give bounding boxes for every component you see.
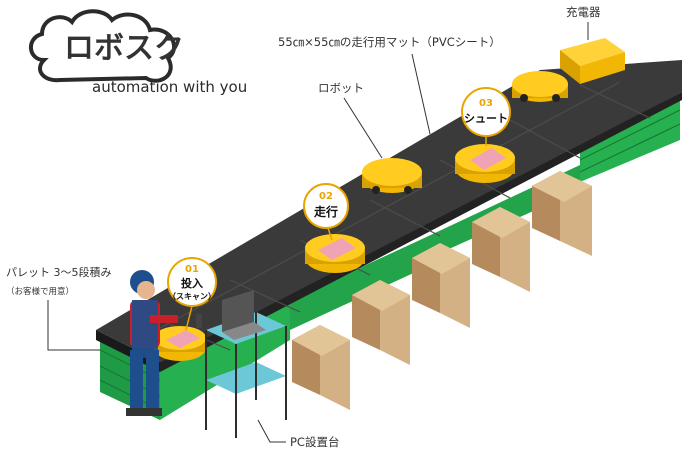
mat-leader xyxy=(411,53,431,135)
pc-stand-label: PC設置台 xyxy=(290,435,339,449)
robot-idle xyxy=(362,158,422,194)
charger-label: 充電器 xyxy=(566,5,601,19)
box-4 xyxy=(472,207,530,292)
step-03-number: 03 xyxy=(479,98,493,109)
parcel-on-robot-1 xyxy=(166,330,200,348)
scanner xyxy=(196,314,202,328)
mat-surface xyxy=(96,60,682,362)
pc-stand-leader xyxy=(257,419,286,443)
parcel-on-robot-3 xyxy=(470,148,506,170)
box-1 xyxy=(292,325,350,410)
robot-induction xyxy=(154,326,206,361)
logo-cloud-shape xyxy=(29,9,176,83)
step-02-label: 走行 xyxy=(314,204,338,219)
step-badge-03: 03 シュート xyxy=(461,87,511,137)
robot-label: ロボット xyxy=(318,81,364,95)
charger xyxy=(560,38,625,84)
robot-charging xyxy=(512,71,568,102)
mat-edge xyxy=(160,92,682,372)
running-mat xyxy=(96,60,682,372)
step-01-number: 01 xyxy=(185,264,199,275)
pc-stand xyxy=(196,290,287,438)
robot-running xyxy=(305,234,365,273)
step-01-sub: （スキャン） xyxy=(168,291,216,301)
logo-tagline: automation with you xyxy=(92,78,247,96)
step-03-label: シュート xyxy=(464,112,508,125)
step-badge-01: 01 投入 （スキャン） xyxy=(167,257,217,307)
step-02-leader xyxy=(327,227,333,241)
robot-chute xyxy=(455,144,515,183)
box-3 xyxy=(412,243,470,328)
logo-mark: ロボスク xyxy=(64,31,184,66)
pallet-leader xyxy=(47,300,100,351)
operator-figure xyxy=(126,270,178,416)
chute-boxes xyxy=(292,171,592,410)
laptop-screen xyxy=(222,290,254,332)
mat-label: 55㎝×55㎝の走行用マット（PVCシート） xyxy=(278,35,501,49)
box-2 xyxy=(352,280,410,365)
step-badge-02: 02 走行 xyxy=(303,183,349,229)
pallet-note: （お客様で用意） xyxy=(6,286,74,297)
logo: ロボスク automation with you xyxy=(29,9,247,96)
mat-edge-left xyxy=(96,330,160,372)
callouts: 55㎝×55㎝の走行用マット（PVCシート） 充電器 ロボット パレット 3〜5… xyxy=(6,5,601,449)
box-5 xyxy=(532,171,592,256)
step-01-label: 投入 xyxy=(181,276,203,290)
step-02-number: 02 xyxy=(319,191,333,202)
laptop-base xyxy=(222,322,266,340)
step-01-leader xyxy=(185,305,193,331)
pallet-label: パレット 3〜5段積み xyxy=(6,265,112,279)
parcel-on-robot-2 xyxy=(318,238,356,260)
robot-leader xyxy=(343,97,383,159)
pallet-mid xyxy=(290,240,420,330)
